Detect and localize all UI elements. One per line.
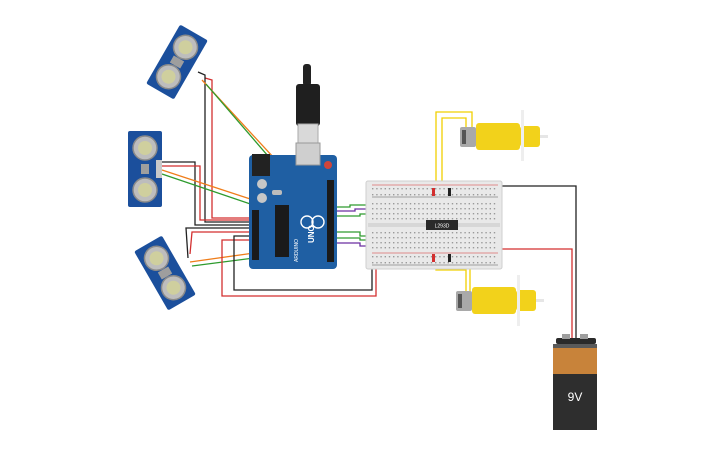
dc-motor-top[interactable] — [460, 110, 548, 161]
usb-port — [295, 142, 321, 166]
wire-mid-sensor-red — [162, 165, 250, 221]
digital-header — [327, 180, 334, 262]
arduino-model-label: UNO — [307, 225, 316, 243]
battery-terminal-right — [580, 334, 588, 339]
breadboard-holes — [372, 188, 496, 264]
arduino-brand-label: ARDUINO — [294, 239, 300, 262]
chip-label: L293D — [435, 224, 450, 230]
l293d-chip: L293D — [426, 220, 458, 230]
breadboard[interactable]: L293D — [365, 180, 503, 270]
wire-battery-black — [494, 185, 577, 342]
reset-button — [324, 161, 332, 169]
wire-bot-sensor-red — [189, 231, 250, 255]
wire-motor-top-yellow-1 — [435, 111, 473, 200]
ultrasonic-sensor-top[interactable] — [146, 25, 208, 100]
wire-mid-sensor-black — [162, 161, 250, 226]
wire-top-sensor-red — [204, 77, 250, 219]
usb-cable — [303, 64, 311, 86]
ultrasonic-sensor-bottom[interactable] — [134, 236, 196, 311]
arduino-uno-board[interactable]: UNO ARDUINO — [249, 64, 337, 269]
power-header — [252, 210, 259, 260]
wire-motor-top-yellow-2 — [441, 117, 467, 200]
wire-bot-sensor-black — [185, 227, 250, 259]
battery-9v[interactable]: 9V — [553, 334, 597, 430]
wire-top-sensor-black — [197, 71, 250, 223]
battery-voltage-label: 9V — [568, 390, 583, 404]
dc-motor-bottom[interactable] — [456, 275, 544, 326]
power-jack — [252, 154, 270, 176]
atmega-chip — [275, 205, 289, 257]
ultrasonic-sensor-middle[interactable] — [128, 131, 162, 207]
battery-terminal-left — [562, 334, 570, 339]
